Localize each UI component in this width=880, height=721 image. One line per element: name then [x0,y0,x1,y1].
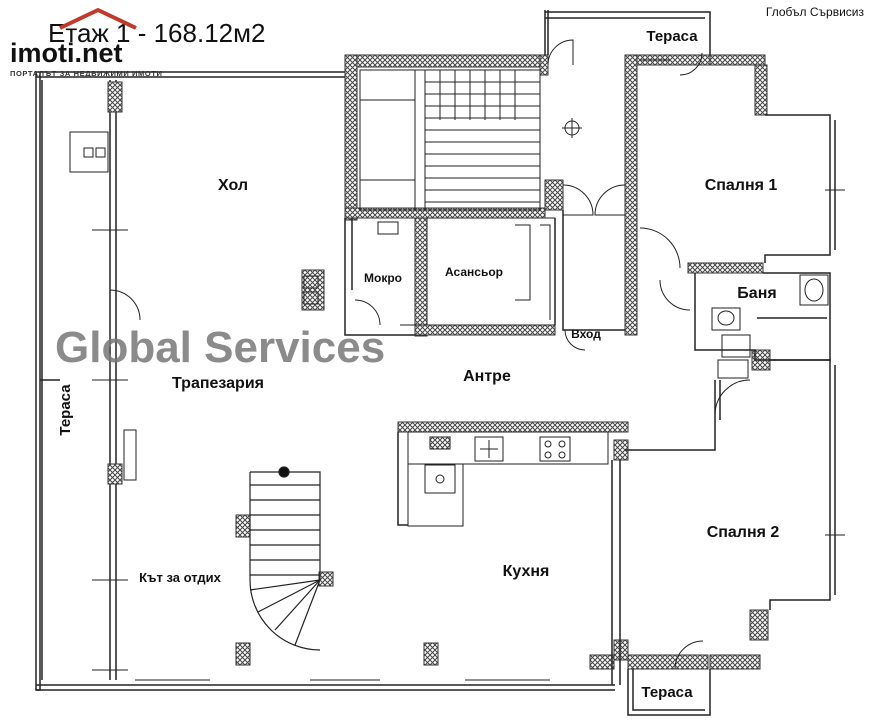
room-label-terasa-left: Тераса [57,384,74,436]
imoti-logo: imoti.net ПОРТАЛЪТ ЗА НЕДВИЖИМИ ИМОТИ [10,8,163,78]
logo-roof-icon [59,8,137,30]
room-label-banya: Баня [737,285,776,302]
room-label-mokro: Мокро [364,271,402,285]
room-label-hol: Хол [218,177,248,194]
room-label-trapezaria: Трапезария [172,375,264,392]
bathroom-fixtures [377,221,829,379]
watermark-text: Global Services [55,323,385,372]
company-name: Глобъл Сървисиз [766,5,865,19]
room-label-kat-za-otdih: Кът за отдих [139,570,222,585]
room-label-vhod: Вход [571,327,601,341]
spiral-staircase [249,466,321,651]
kitchen-fixtures [407,431,609,527]
room-label-terasa-top: Тераса [646,28,698,45]
room-label-spalnya2: Спалня 2 [707,524,780,541]
fireplace [69,131,319,481]
logo-tagline: ПОРТАЛЪТ ЗА НЕДВИЖИМИ ИМОТИ [10,69,163,78]
room-label-asansor: Асансьор [445,265,503,279]
exterior-walls [35,71,615,691]
room-label-antre: Антре [463,368,511,385]
logo-brand-text: imoti.net [10,38,123,68]
floor-title: Етаж 1 - 168.12м2 [48,18,265,48]
doors [109,39,751,670]
staircase-main [359,69,541,211]
room-label-kuhnya: Кухня [503,563,550,580]
ceiling-light [562,118,582,138]
room-label-spalnya1: Спалня 1 [705,177,778,194]
elevator-shaft [426,217,556,326]
room-label-terasa-bottom: Тераса [641,684,693,701]
windows [92,59,845,681]
